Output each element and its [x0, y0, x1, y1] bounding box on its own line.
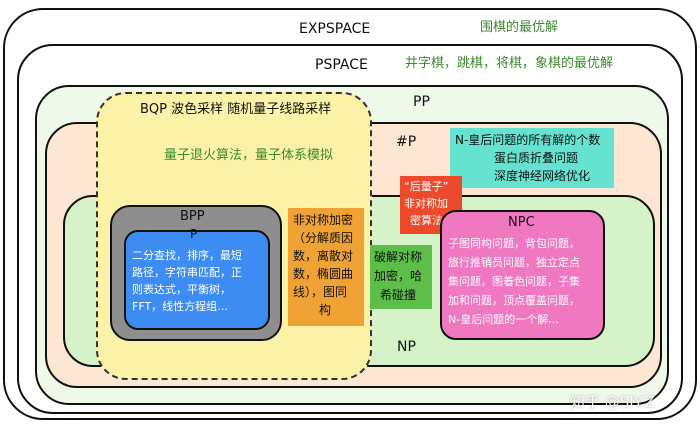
crack-line-2: 加密，哈: [374, 269, 423, 283]
expspace-region: [3, 8, 697, 420]
p-label: P: [190, 227, 198, 241]
npc-region: [440, 210, 605, 340]
sharp-p-example-1: N-皇后问题的所有解的个数: [455, 133, 601, 147]
sharp-p-example-3: 深度神经网络优化: [494, 169, 591, 183]
pp-label: PP: [413, 94, 430, 110]
pspace-region: [17, 44, 683, 414]
sharp-p-examples-box: [450, 128, 614, 188]
np-label: NP: [397, 339, 416, 355]
npc-example-3: 集问题，图着色问题，子集: [448, 275, 580, 288]
post-quantum-line-2: 非对称加: [404, 197, 448, 210]
asymmetric-line-2: （分解质因: [293, 231, 354, 245]
npc-label: NPC: [508, 215, 535, 230]
p-example-2: 路径，字符串匹配，正: [132, 266, 242, 279]
expspace-example: 围棋的最优解: [480, 20, 559, 35]
p-example-1: 二分查找，排序，最短: [132, 249, 242, 262]
npc-example-5: N-皇后问题的一个解…: [448, 313, 560, 326]
asymmetric-line-4: 数，椭圆曲: [293, 267, 354, 281]
npc-example-1: 子图同构问题，背包问题，: [448, 237, 580, 250]
asymmetric-line-6: 构: [319, 303, 332, 317]
post-quantum-line-1: “后量子”: [404, 180, 449, 193]
asymmetric-encryption-box: [288, 208, 364, 326]
sharp-p-label: #P: [396, 134, 417, 150]
crack-line-3: 希碰撞: [380, 288, 417, 302]
watermark: 知乎 @SIY.Z: [570, 393, 655, 411]
bqp-example: 量子退火算法，量子体系模拟: [164, 148, 334, 163]
p-region: [124, 230, 270, 330]
pspace-example: 井字棋，跳棋，将棋，象棋的最优解: [405, 56, 614, 71]
npc-example-4: 加和问题，顶点覆盖问题，: [448, 294, 580, 307]
pspace-label: PSPACE: [315, 57, 368, 73]
asymmetric-line-3: 数，离散对: [293, 249, 354, 263]
crack-line-1: 破解对称: [374, 250, 423, 264]
bpp-label: BPP: [180, 209, 205, 224]
post-quantum-line-3: 密算法: [410, 214, 443, 227]
p-example-3: 则表达式，平衡树，: [132, 283, 231, 296]
asymmetric-line-5: 线），图同: [293, 285, 348, 299]
expspace-label: EXPSPACE: [299, 21, 371, 37]
asymmetric-line-1: 非对称加密: [293, 213, 354, 227]
p-example-4: FFT，线性方程组…: [132, 300, 229, 313]
bqp-label: BQP 波色采样 随机量子线路采样: [140, 102, 332, 117]
sharp-p-example-2: 蛋白质折叠问题: [494, 151, 579, 165]
npc-example-2: 旅行推销员问题，独立定点: [448, 256, 580, 269]
crack-symmetric-box: [370, 245, 432, 309]
